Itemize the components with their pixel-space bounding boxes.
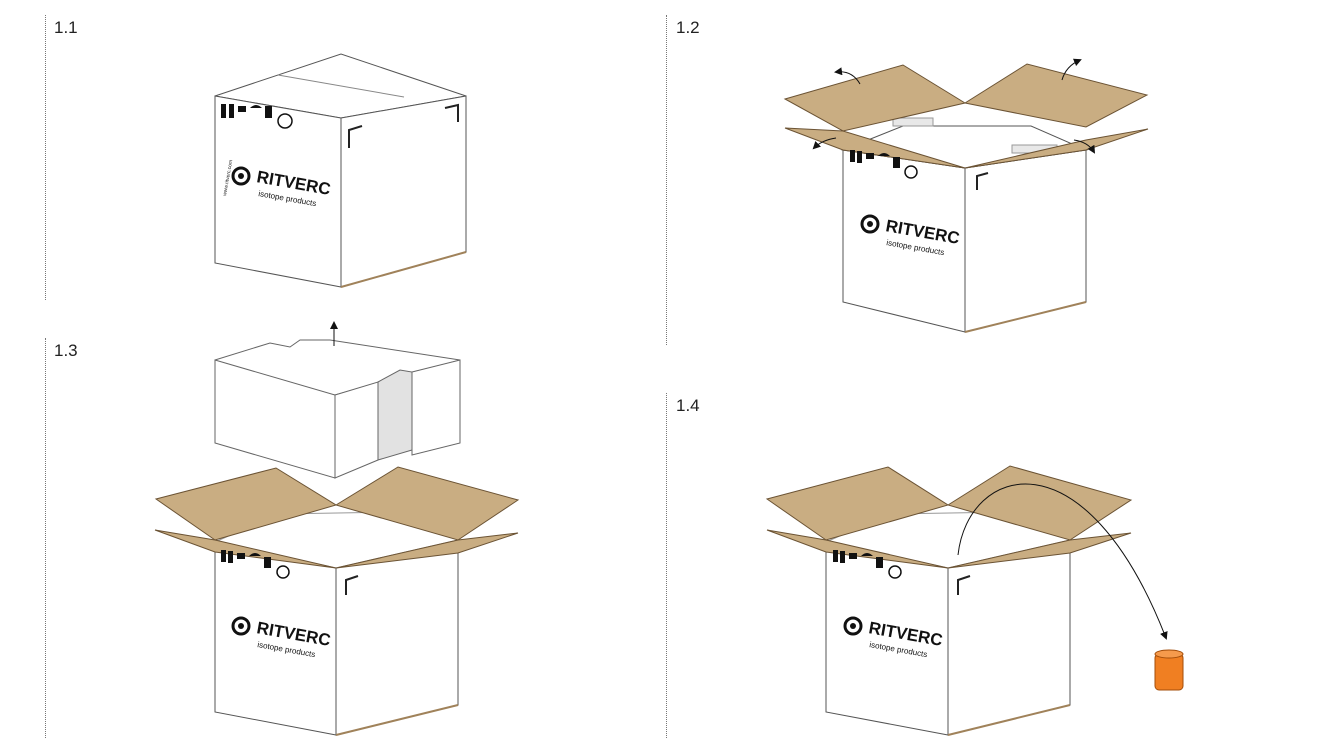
flap-front-right	[947, 532, 1132, 569]
step-label-1-1: 1.1	[54, 18, 78, 37]
divider-middle-bottom	[666, 393, 667, 738]
step-label-1-4: 1.4	[676, 396, 700, 415]
ritverc-logo-icon	[231, 166, 251, 186]
foam-insert	[214, 339, 461, 479]
box-markings-1-1: RITVERC isotope products www.ritverc.com	[221, 104, 332, 208]
flap-front-right	[335, 532, 519, 569]
open-box-1-3	[154, 466, 520, 736]
open-box-1-4	[765, 465, 1133, 736]
divider-middle-top	[666, 15, 667, 345]
step-label-1-3: 1.3	[54, 341, 78, 360]
step-label-1-2: 1.2	[676, 18, 700, 37]
flap-back-right	[334, 466, 520, 541]
removal-arc-arrow	[957, 483, 1168, 640]
source-container	[1154, 649, 1184, 691]
flap-back-right	[963, 63, 1149, 128]
flap-arrows-1-2	[812, 58, 1096, 154]
flap-front-right	[964, 128, 1149, 169]
divider-left-top	[45, 15, 46, 300]
divider-left-bottom	[45, 338, 46, 738]
flap-back-left	[783, 64, 967, 132]
flap-back-right	[946, 465, 1133, 541]
opening-box	[783, 63, 1149, 333]
closed-box	[214, 53, 467, 288]
